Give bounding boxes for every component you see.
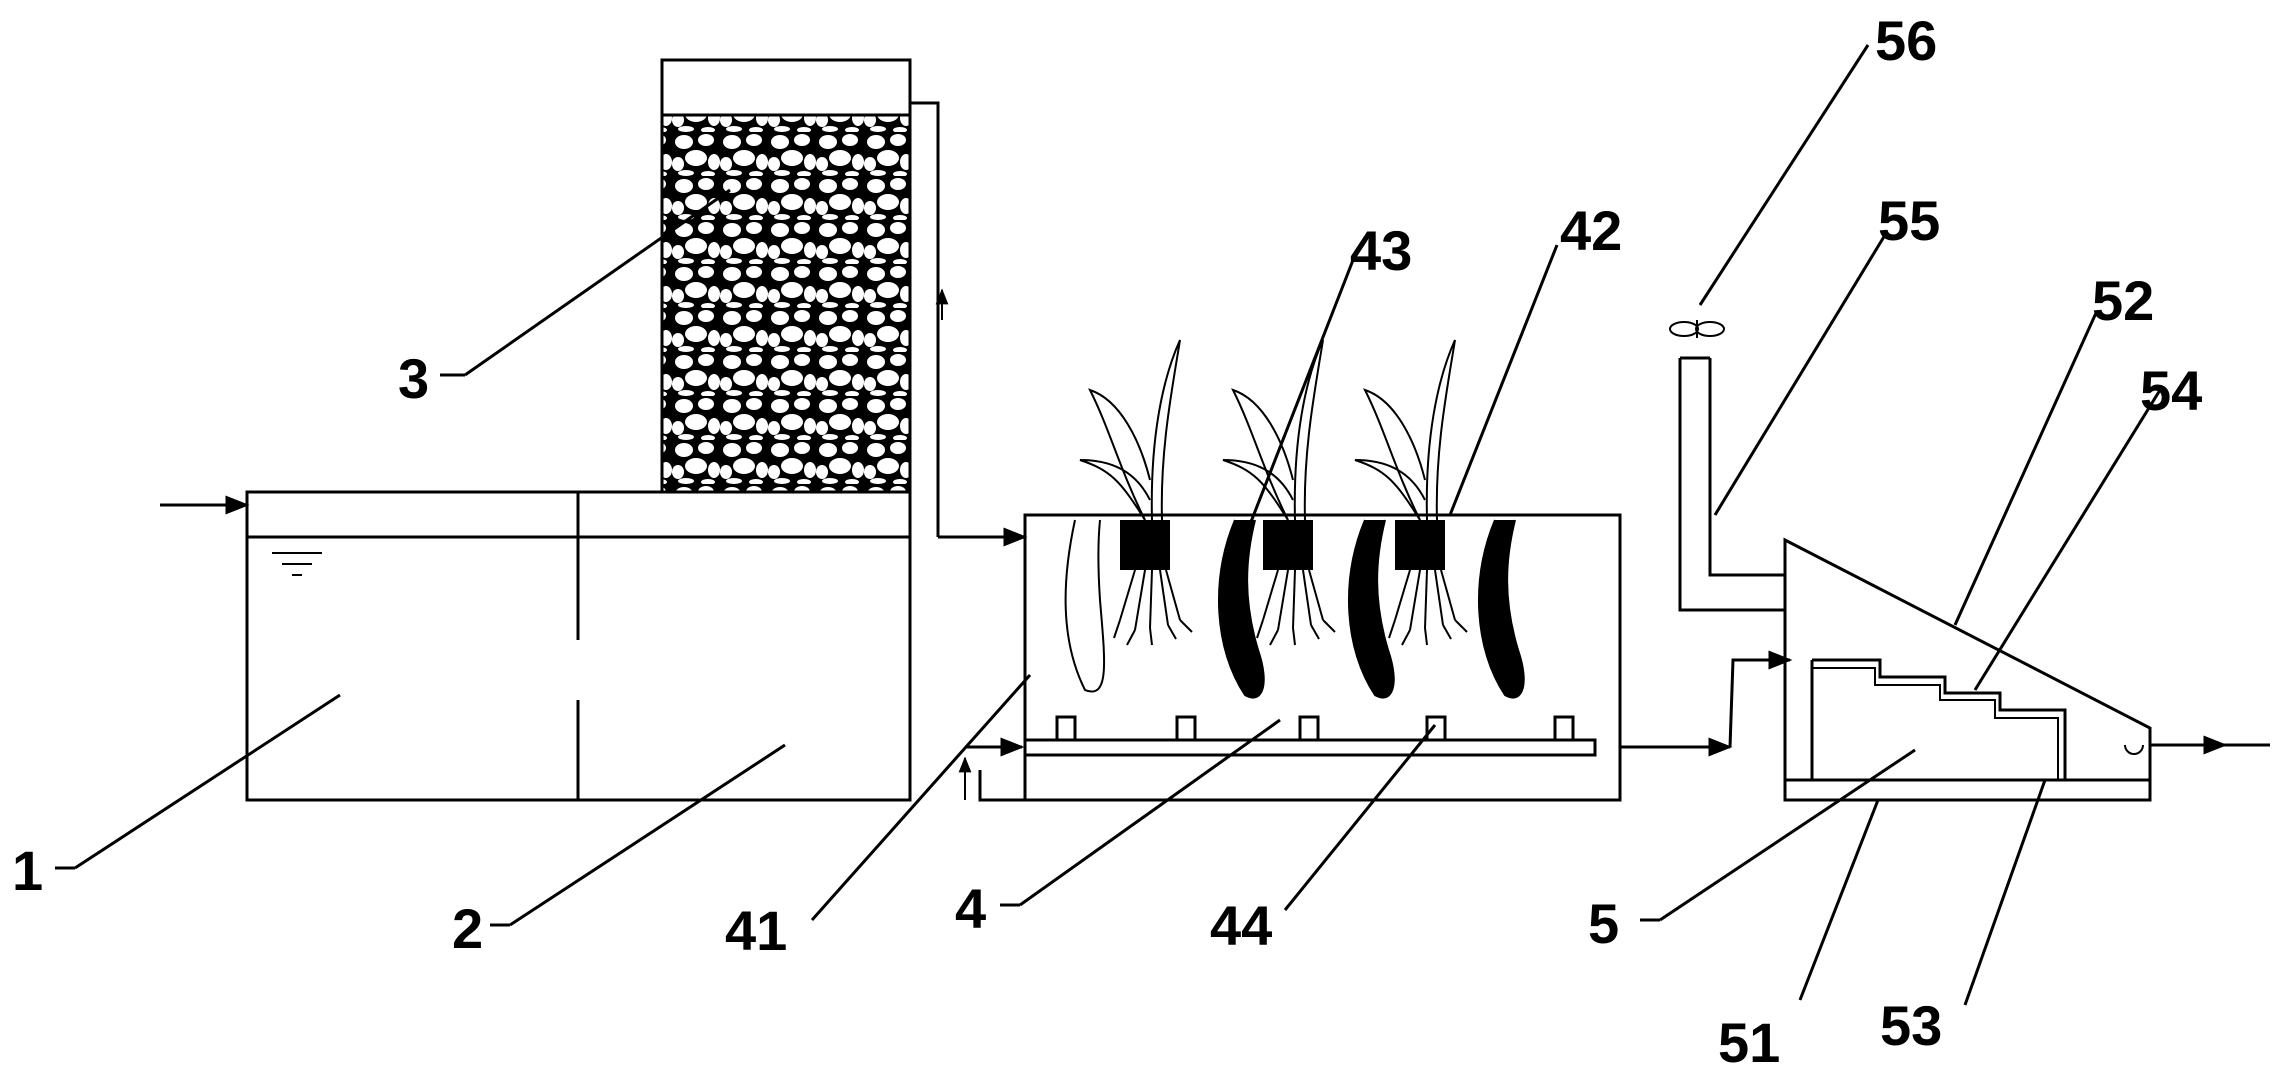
label-55: 55 [1878,189,1940,252]
plant-3 [1354,339,1468,646]
label-5: 5 [1588,892,1619,955]
wetland-4 [958,339,1622,802]
plant-1 [1079,339,1193,646]
label-42: 42 [1560,199,1622,262]
part-labels: 1 2 3 41 4 44 43 42 5 51 53 52 54 55 56 [12,9,2202,1074]
outflow-pipe [1620,650,1793,757]
label-43: 43 [1350,219,1412,282]
label-44: 44 [1210,894,1272,957]
label-3: 3 [398,347,429,410]
label-51: 51 [1718,1011,1780,1074]
label-2: 2 [452,897,483,960]
filter-column-3 [660,58,912,494]
label-54: 54 [2140,359,2202,422]
label-56: 56 [1875,9,1937,72]
plant-2 [1222,339,1336,646]
leader-lines [55,44,2162,1006]
label-1: 1 [12,839,43,902]
label-53: 53 [1880,994,1942,1057]
label-52: 52 [2092,269,2154,332]
unit-5 [1669,320,2270,802]
label-41: 41 [725,899,787,962]
transfer-pipe [910,101,1028,547]
fan-icon [1669,320,1725,338]
label-4: 4 [955,877,986,940]
tank-1-2 [245,490,912,802]
